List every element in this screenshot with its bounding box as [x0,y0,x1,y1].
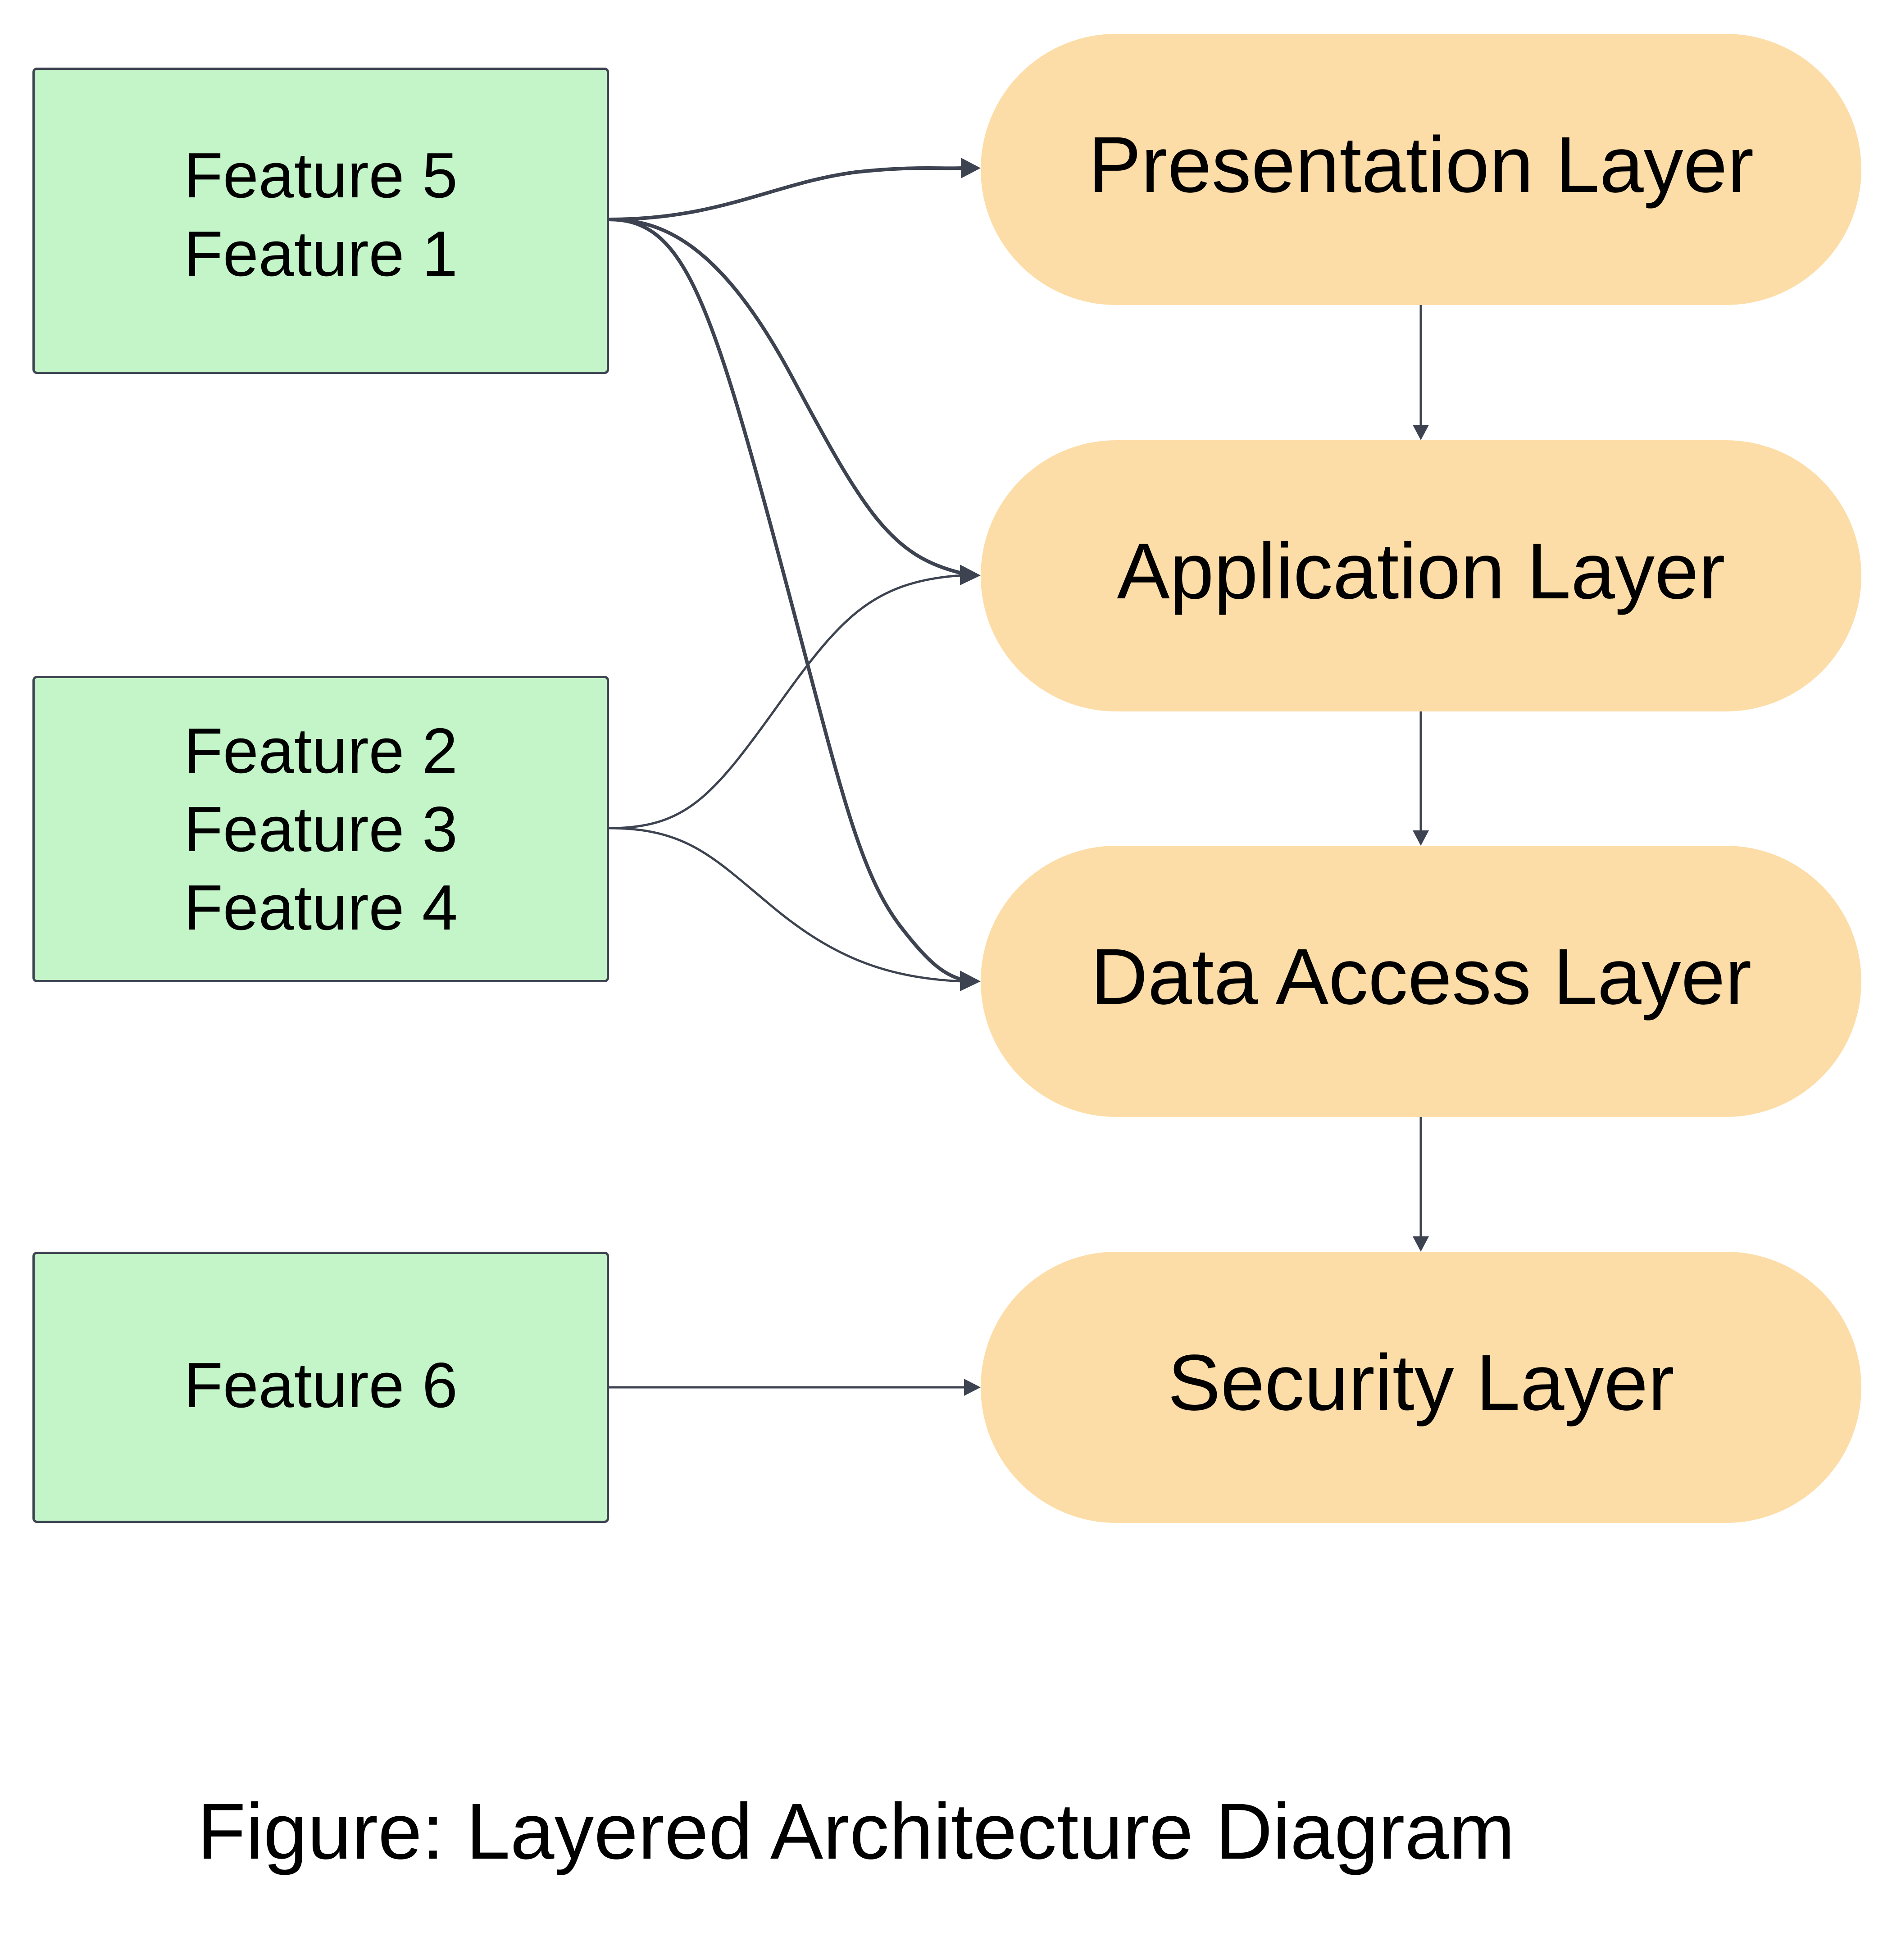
feature-box-group-a: Feature 5 Feature 1 [32,68,609,374]
arrowhead [1413,425,1429,440]
arrowhead [960,971,981,991]
layer-data-access: Data Access Layer [981,846,1861,1117]
feature-label: Feature 3 [184,793,458,865]
layer-label: Application Layer [1117,527,1725,615]
edge-group-b-to-data-access [609,827,962,983]
layer-label: Presentation Layer [1088,121,1754,209]
arrowhead [960,565,981,585]
feature-label: Feature 1 [184,218,458,290]
edge-group-a-to-presentation [609,166,962,221]
layer-label: Security Layer [1168,1339,1674,1427]
arrowhead [1413,830,1429,846]
feature-box-group-b: Feature 2 Feature 3 Feature 4 [32,676,609,982]
layer-security: Security Layer [981,1252,1861,1523]
feature-box-group-c: Feature 6 [32,1252,609,1523]
layer-presentation: Presentation Layer [981,34,1861,305]
edge-group-b-to-application [609,574,962,830]
figure-caption: Figure: Layered Architecture Diagram [197,1787,1515,1876]
arrowhead [961,158,981,178]
edge-group-a-to-data-access [609,218,963,981]
layer-label: Data Access Layer [1090,933,1752,1021]
feature-label: Feature 5 [184,140,458,211]
feature-label: Feature 6 [184,1349,458,1421]
arrowhead [1413,1236,1429,1252]
edge-group-a-to-application [609,218,962,575]
arrowhead [964,1379,981,1396]
feature-label: Feature 2 [184,715,458,787]
layer-application: Application Layer [981,440,1861,711]
feature-label: Feature 4 [184,872,458,944]
